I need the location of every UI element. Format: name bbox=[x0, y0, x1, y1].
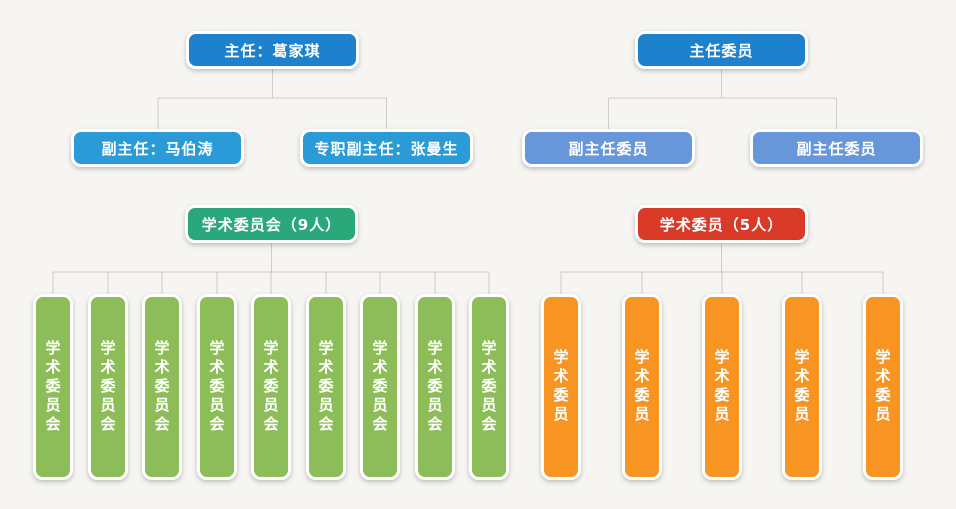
node-academic-committee-member-3[interactable]: 学术委员会 bbox=[142, 294, 182, 480]
node-vice-chair-2[interactable]: 副主任委员 bbox=[750, 129, 923, 167]
node-academic-member-3[interactable]: 学术委员 bbox=[702, 294, 742, 480]
node-academic-committee-member-7[interactable]: 学术委员会 bbox=[360, 294, 400, 480]
node-deputy-director[interactable]: 副主任：马伯涛 bbox=[71, 129, 244, 167]
node-chair-label: 主任委员 bbox=[689, 41, 754, 60]
node-academic-committee-member-1[interactable]: 学术委员会 bbox=[33, 294, 73, 480]
node-vice-chair-1-label: 副主任委员 bbox=[568, 139, 649, 158]
node-academic-committee-member-3-label: 学术委员会 bbox=[152, 339, 171, 435]
node-academic-committee-member-7-label: 学术委员会 bbox=[370, 339, 389, 435]
node-academic-committee-member-2[interactable]: 学术委员会 bbox=[88, 294, 128, 480]
node-academic-committee-member-2-label: 学术委员会 bbox=[98, 339, 117, 435]
node-fulltime-deputy-director[interactable]: 专职副主任：张曼生 bbox=[300, 129, 473, 167]
node-director[interactable]: 主任：葛家琪 bbox=[186, 31, 359, 69]
node-director-label: 主任：葛家琪 bbox=[224, 41, 321, 60]
node-academic-committee-member-5[interactable]: 学术委员会 bbox=[251, 294, 291, 480]
node-academic-committee-member-8-label: 学术委员会 bbox=[425, 339, 444, 435]
node-academic-committee-member-1-label: 学术委员会 bbox=[43, 339, 62, 435]
node-academic-member-5[interactable]: 学术委员 bbox=[863, 294, 903, 480]
node-academic-member-1[interactable]: 学术委员 bbox=[541, 294, 581, 480]
node-academic-member-1-label: 学术委员 bbox=[551, 349, 570, 425]
node-academic-member-2-label: 学术委员 bbox=[632, 349, 651, 425]
connector-chair-tree bbox=[608, 69, 837, 129]
node-academic-member-4[interactable]: 学术委员 bbox=[782, 294, 822, 480]
node-academic-member-3-label: 学术委员 bbox=[712, 349, 731, 425]
node-vice-chair-1[interactable]: 副主任委员 bbox=[522, 129, 695, 167]
node-academic-committee-member-6[interactable]: 学术委员会 bbox=[306, 294, 346, 480]
node-academic-committee-member-4[interactable]: 学术委员会 bbox=[197, 294, 237, 480]
node-academic-committee-member-6-label: 学术委员会 bbox=[316, 339, 335, 435]
node-deputy-director-label: 副主任：马伯涛 bbox=[101, 139, 214, 158]
node-academic-committee-member-8[interactable]: 学术委员会 bbox=[415, 294, 455, 480]
node-academic-member-header-label: 学术委员（5人） bbox=[659, 215, 784, 234]
node-academic-member-header[interactable]: 学术委员（5人） bbox=[635, 205, 808, 243]
connector-academic-committee-tree bbox=[52, 243, 490, 294]
node-academic-member-5-label: 学术委员 bbox=[873, 349, 892, 425]
node-academic-member-4-label: 学术委员 bbox=[792, 349, 811, 425]
node-academic-committee-member-9[interactable]: 学术委员会 bbox=[469, 294, 509, 480]
node-academic-committee-member-9-label: 学术委员会 bbox=[479, 339, 498, 435]
node-fulltime-deputy-director-label: 专职副主任：张曼生 bbox=[314, 139, 459, 158]
node-academic-committee-header-label: 学术委员会（9人） bbox=[201, 215, 342, 234]
node-academic-committee-member-5-label: 学术委员会 bbox=[261, 339, 280, 435]
node-academic-committee-member-4-label: 学术委员会 bbox=[207, 339, 226, 435]
node-vice-chair-2-label: 副主任委员 bbox=[796, 139, 877, 158]
node-chair[interactable]: 主任委员 bbox=[635, 31, 808, 69]
connector-academic-member-tree bbox=[560, 243, 884, 294]
connector-leadership-tree bbox=[157, 69, 387, 129]
node-academic-member-2[interactable]: 学术委员 bbox=[622, 294, 662, 480]
node-academic-committee-header[interactable]: 学术委员会（9人） bbox=[185, 205, 358, 243]
